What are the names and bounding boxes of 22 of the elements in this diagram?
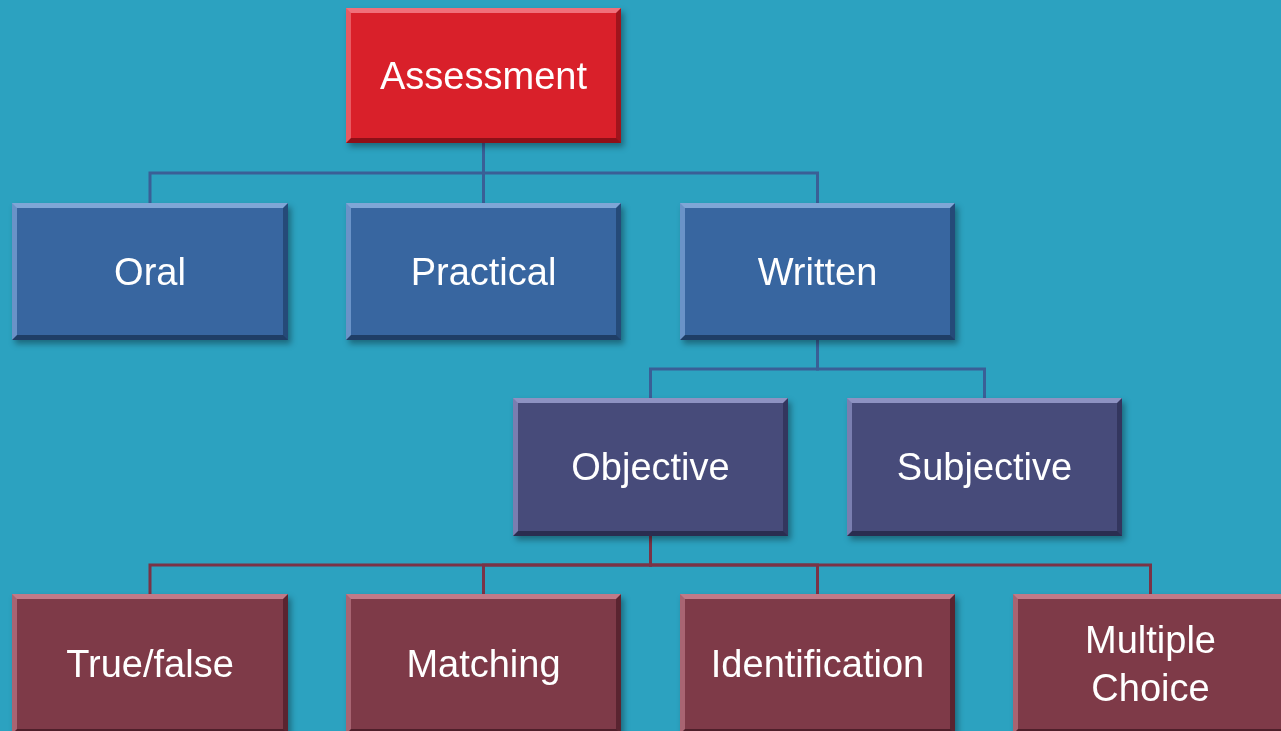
box-label: Subjective [896,445,1073,490]
connector-line [482,143,819,203]
category-box [12,203,288,340]
category-box [680,203,955,340]
category-box [346,203,621,340]
category-box [513,398,788,536]
category-box [680,594,955,731]
box-label: True/false [66,642,234,687]
box-label: Practical [410,249,557,295]
category-box [346,8,621,143]
box-label: Matching [406,642,561,687]
box-label: Objective [571,445,730,490]
box-label: Oral [114,249,186,295]
category-box [12,594,288,731]
box-label: Assessment [380,53,587,99]
category-box [847,398,1122,536]
box-label: Identification [710,642,925,687]
category-box [346,594,621,731]
category-box [1013,594,1281,731]
box-label: Multiple Choice [1084,618,1217,711]
box-label: Written [757,249,878,295]
connector-line [816,340,986,398]
